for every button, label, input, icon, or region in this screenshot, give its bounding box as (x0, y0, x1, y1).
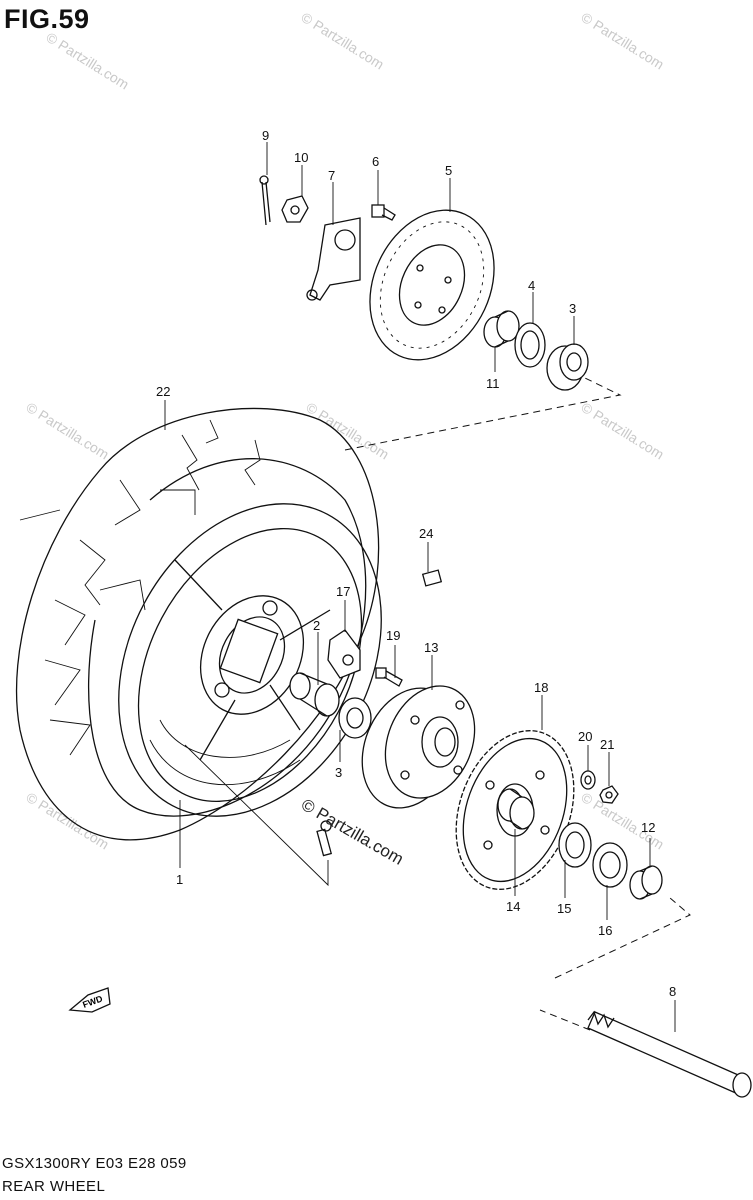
callout-12: 12 (641, 820, 655, 835)
caliper-bracket (306, 217, 361, 301)
callout-15: 15 (557, 901, 571, 916)
callout-3-lower: 3 (335, 765, 342, 780)
nut-21 (599, 785, 619, 804)
watermark-text: © Partzilla.com (578, 399, 666, 463)
callout-21: 21 (600, 737, 614, 752)
watermark-text: © Partzilla.com (23, 789, 111, 853)
sprocket-drum-13 (361, 685, 476, 809)
assembly-axis-axle (539, 1009, 591, 1031)
callout-4: 4 (528, 278, 535, 293)
castle-nut (281, 195, 309, 223)
damper-24 (421, 569, 443, 587)
callout-17: 17 (336, 584, 350, 599)
callout-5: 5 (445, 163, 452, 178)
callout-7: 7 (328, 168, 335, 183)
rear-wheel-rim (118, 503, 382, 817)
callout-24: 24 (419, 526, 433, 541)
spacer-2 (289, 672, 340, 717)
washer-20 (580, 770, 596, 790)
callout-11: 11 (486, 376, 500, 391)
spacer-12 (629, 865, 663, 900)
cotter-pin (259, 175, 271, 226)
oil-seal-15 (558, 822, 592, 868)
bolt-19 (375, 667, 403, 687)
callout-20: 20 (578, 729, 592, 744)
callout-19: 19 (386, 628, 400, 643)
callout-1: 1 (176, 872, 183, 887)
watermark-text: © Partzilla.com (578, 9, 666, 73)
callout-10: 10 (294, 150, 308, 165)
figure-title: FIG.59 (4, 4, 90, 34)
assembly-axis-lower (554, 897, 691, 979)
bearing-3-upper (546, 343, 589, 391)
bolt-6 (371, 204, 396, 221)
forward-direction-badge: FWD (68, 987, 111, 1013)
callout-22: 22 (156, 384, 170, 399)
watermark-text: © Partzilla.com (298, 9, 386, 73)
leader-valve (184, 744, 329, 887)
axle-8 (587, 1010, 752, 1098)
watermark-text: © Partzilla.com (43, 29, 131, 93)
callout-16: 16 (598, 923, 612, 938)
assembly-axis-upper (344, 377, 622, 451)
model-code: GSX1300RY E03 E28 059 (2, 1155, 187, 1172)
brake-disc (369, 209, 495, 361)
watermark-text: © Partzilla.com (23, 399, 111, 463)
cush-rubber-17 (327, 629, 361, 679)
callout-2: 2 (313, 618, 320, 633)
oil-seal-4 (514, 322, 546, 368)
assembly-name: REAR WHEEL (2, 1178, 106, 1195)
valve-stem (316, 820, 333, 857)
bearing-14 (497, 788, 535, 830)
callout-8: 8 (669, 984, 676, 999)
watermark-text: © Partzilla.com (303, 399, 391, 463)
bearing-16 (592, 842, 628, 888)
callout-9: 9 (262, 128, 269, 143)
callout-6: 6 (372, 154, 379, 169)
callout-labels: 9 10 6 7 5 4 3 11 22 24 17 2 19 13 18 20… (156, 128, 676, 999)
bearing-3-lower (338, 697, 372, 739)
spacer-11 (483, 310, 520, 348)
callout-18: 18 (534, 680, 548, 695)
callout-13: 13 (424, 640, 438, 655)
callout-14: 14 (506, 899, 520, 914)
callout-3-upper: 3 (569, 301, 576, 316)
rear-tire (15, 407, 380, 841)
